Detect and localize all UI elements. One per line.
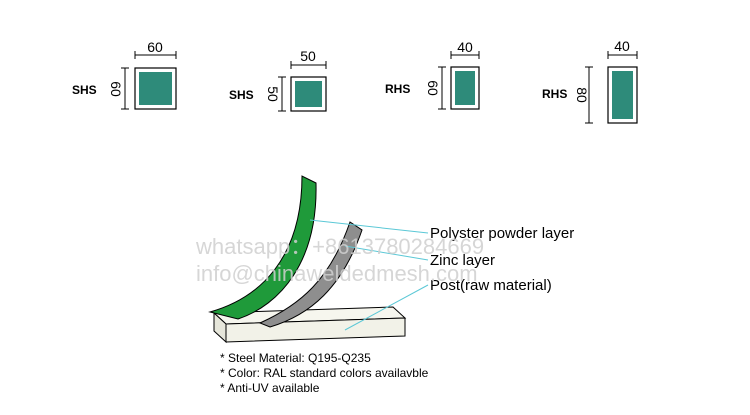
polyester-layer-strip <box>208 175 317 320</box>
profile-type-label: SHS <box>72 83 97 97</box>
height-label: 60 <box>108 81 124 97</box>
post-block-side <box>213 311 227 344</box>
watermark-email: info@chinaweldedmesh.com <box>196 261 478 286</box>
zinc-layer-label: Zinc layer <box>430 252 495 269</box>
zinc-leader-line <box>344 245 429 261</box>
profile-type-label: RHS <box>385 82 410 96</box>
zinc-layer-strip <box>258 221 363 328</box>
polyester-leader-line <box>309 219 429 234</box>
profile-section <box>612 71 633 119</box>
width-label: 40 <box>614 38 630 54</box>
profile-section <box>455 71 475 105</box>
width-label: 50 <box>300 48 316 64</box>
height-label: 80 <box>574 87 590 103</box>
profile-shs-50x50: 50 50 SHS <box>229 48 327 112</box>
note-color: * Color: RAL standard colors availavble <box>220 366 429 380</box>
post-layer-label: Post(raw material) <box>430 277 552 294</box>
contact-watermark: whatsapp：+8613780284669 info@chinawelded… <box>195 234 484 286</box>
profile-type-label: RHS <box>542 87 567 101</box>
profile-rhs-40x60: 40 60 RHS <box>385 39 480 110</box>
note-steel-material: * Steel Material: Q195-Q235 <box>220 351 371 365</box>
profile-section <box>139 72 172 105</box>
spec-notes: * Steel Material: Q195-Q235 * Color: RAL… <box>220 351 429 395</box>
height-label: 60 <box>425 80 441 96</box>
width-label: 60 <box>147 39 163 55</box>
post-leader-line <box>344 284 429 331</box>
profile-shs-60x60: 60 60 SHS <box>72 39 177 110</box>
watermark-whatsapp: whatsapp：+8613780284669 <box>195 234 484 259</box>
note-anti-uv: * Anti-UV available <box>220 381 320 395</box>
profile-type-label: SHS <box>229 88 254 102</box>
profile-rhs-40x80: 40 80 RHS <box>542 38 638 124</box>
width-label: 40 <box>457 39 473 55</box>
height-label: 50 <box>265 86 281 102</box>
coating-layers-illustration: Polyster powder layer Zinc layer Post(ra… <box>208 175 574 344</box>
polyester-layer-label: Polyster powder layer <box>430 225 574 242</box>
profile-section <box>295 81 322 107</box>
